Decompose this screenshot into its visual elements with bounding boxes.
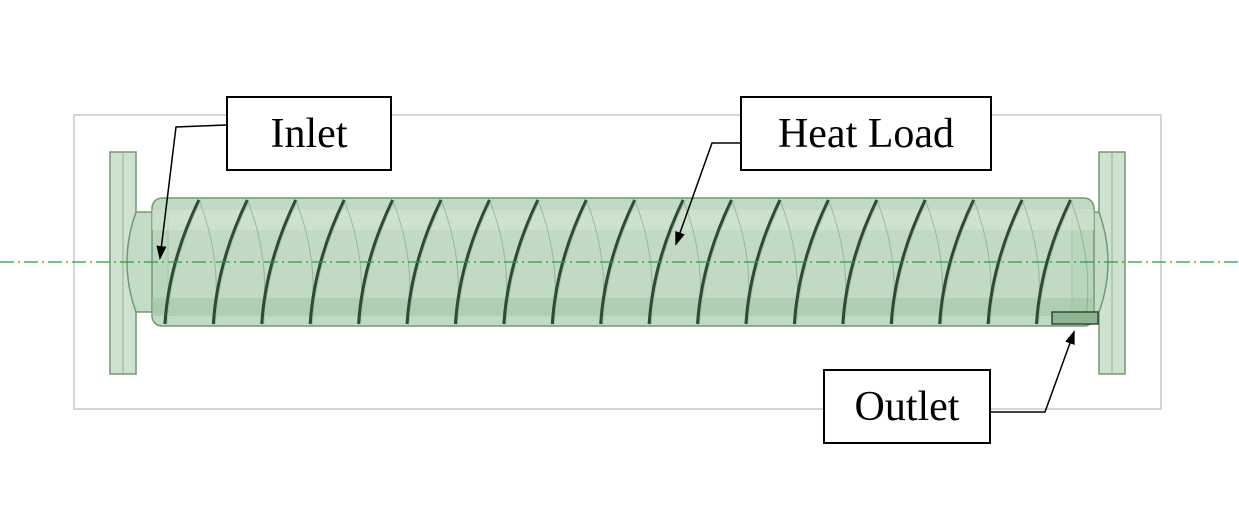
heat-load-leader-arrow <box>675 142 740 246</box>
coil-turn-highlight <box>892 199 928 325</box>
coil-turn-highlight <box>795 199 831 325</box>
tube-body <box>151 197 1095 327</box>
coil-turn-highlight <box>941 199 977 325</box>
inlet-label-box: Inlet <box>226 96 392 171</box>
coil-turn-front <box>986 199 1024 325</box>
heat-load-label: Heat Load <box>777 110 955 157</box>
inlet-leader-arrow <box>156 124 227 260</box>
coil-turn-highlight <box>989 199 1025 325</box>
coil-turn-highlight <box>1038 199 1074 325</box>
outlet-pipe <box>1051 311 1099 325</box>
outlet-label-box: Outlet <box>823 369 991 444</box>
coil-turn-highlight <box>699 199 735 325</box>
coil-turn-highlight <box>747 199 783 325</box>
inlet-label: Inlet <box>270 110 348 157</box>
coil-turn-front <box>938 199 976 325</box>
coil-turn-front <box>1034 199 1073 325</box>
coil-turn-highlight <box>844 199 880 325</box>
heat-load-label-box: Heat Load <box>740 96 992 171</box>
outlet-leader-arrow <box>991 330 1075 413</box>
outlet-label: Outlet <box>854 383 960 430</box>
